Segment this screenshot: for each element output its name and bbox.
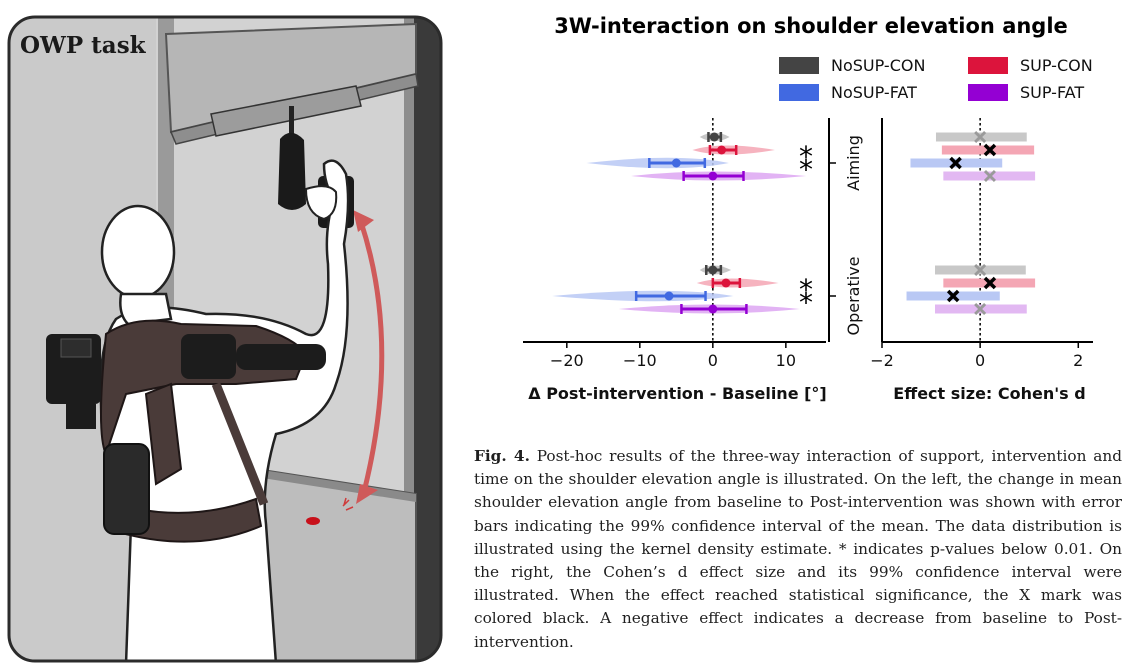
mean-marker-2-1 <box>664 291 674 301</box>
mean-change-chart: −20 −10 0 10 Δ Post-intervention - Baseline … <box>523 118 863 403</box>
shelf-upright-right-face <box>404 17 414 661</box>
x-tick-label-2: 0 <box>708 351 718 370</box>
mean-marker-3-1 <box>708 304 718 314</box>
effect-x-mark-1-0 <box>983 143 997 157</box>
mean-marker-2-0 <box>671 158 681 168</box>
x-tick-label-1: 0 <box>975 351 985 370</box>
motion-arrow-head-bottom <box>356 484 378 504</box>
effect-x-mark-2-0 <box>949 156 962 170</box>
chart-title: 3W-interaction on shoulder elevation ang… <box>554 14 1068 38</box>
mean-marker-1-1 <box>721 278 731 288</box>
panel-label: OWP task <box>20 32 146 59</box>
significance-star-0: * <box>799 140 813 173</box>
group-label-0: Aiming <box>844 135 863 191</box>
significance-star-3: * <box>799 286 813 319</box>
legend-label-0: NoSUP-CON <box>831 56 925 75</box>
effect-x-mark-2-1 <box>946 289 960 303</box>
legend-swatch-3 <box>968 84 1008 101</box>
x-tick-label-0: −20 <box>550 351 584 370</box>
drill-body <box>278 132 306 210</box>
motion-arrow <box>358 219 385 495</box>
x-tick-label-0: −2 <box>870 351 894 370</box>
illustration-frame <box>7 15 443 663</box>
hand-print-mark <box>342 497 354 511</box>
caption-text: Post-hoc results of the three-way intera… <box>474 447 1122 651</box>
significance-star-2: * <box>799 273 813 306</box>
x-tick-label-3: 10 <box>776 351 796 370</box>
legend: NoSUP-CON SUP-CON NoSUP-FAT SUP-FAT <box>779 56 1093 102</box>
overhead-block <box>210 85 362 137</box>
motion-arrow-head-top <box>353 210 374 232</box>
target-mark <box>306 517 320 525</box>
hand <box>304 185 338 221</box>
drill-bit <box>289 106 294 136</box>
legend-swatch-1 <box>968 57 1008 74</box>
x-axis-label: Δ Post-intervention - Baseline [°] <box>528 384 827 403</box>
x-tick-label-2: 2 <box>1073 351 1083 370</box>
x-tick-label-1: −10 <box>623 351 657 370</box>
mean-marker-0-0 <box>709 132 719 142</box>
legend-label-1: SUP-CON <box>1020 56 1093 75</box>
owp-task-illustration <box>7 15 443 663</box>
effect-x-mark-1-1 <box>983 276 997 290</box>
mean-marker-0-1 <box>708 265 718 275</box>
caption-lead: Fig. 4. <box>474 447 530 465</box>
effect-x-mark-0-1 <box>974 263 987 277</box>
legend-label-2: NoSUP-FAT <box>831 83 917 102</box>
effect-x-mark-3-1 <box>974 302 987 316</box>
figure-caption: Fig. 4. Post-hoc results of the three-wa… <box>474 445 1122 654</box>
mean-marker-1-0 <box>717 145 727 155</box>
legend-swatch-2 <box>779 84 819 101</box>
group-label-1: Operative <box>844 256 863 335</box>
effect-x-mark-3-0 <box>983 169 997 183</box>
legend-label-3: SUP-FAT <box>1020 83 1084 102</box>
significance-star-1: * <box>799 153 813 186</box>
bottom-shelf-edge <box>256 469 416 502</box>
x-axis-label: Effect size: Cohen's d <box>893 384 1085 403</box>
mean-marker-3-0 <box>708 171 718 181</box>
legend-swatch-0 <box>779 57 819 74</box>
exoskeleton-vest <box>46 319 326 543</box>
effect-x-mark-0-0 <box>974 130 987 144</box>
